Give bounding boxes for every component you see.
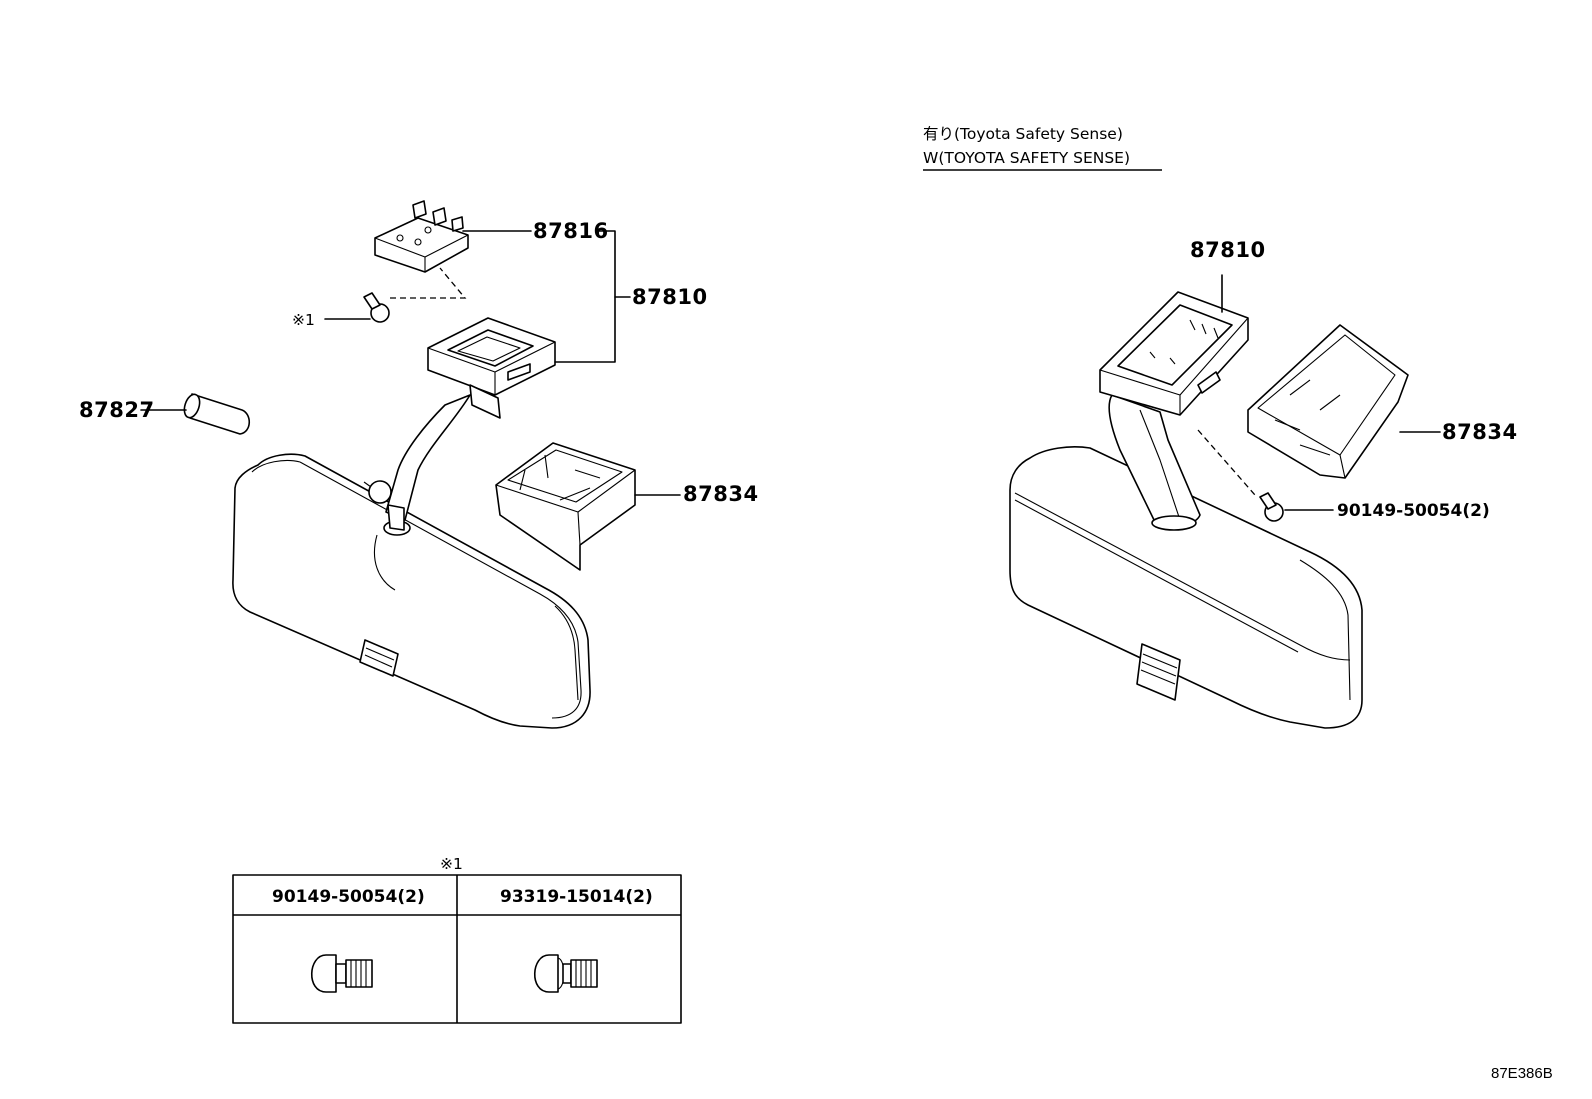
callout-right-screw: 90149-50054(2) — [1337, 501, 1490, 521]
left-assembly: 87816 87810 87827 87834 ※1 — [79, 200, 759, 729]
left-screw — [363, 267, 467, 323]
screw-93319-illustration — [534, 954, 598, 993]
callout-87816: 87816 — [533, 219, 609, 243]
callout-note-mark: ※1 — [292, 311, 315, 329]
right-leader-lines — [1221, 274, 1441, 511]
right-assembly: 有り(Toyota Safety Sense) W(TOYOTA SAFETY … — [923, 125, 1518, 729]
left-mirror-stay — [363, 394, 471, 536]
note-table-col-2: 93319-15014(2) — [500, 887, 653, 907]
note-table-title: ※1 — [440, 855, 463, 873]
left-cover-87834 — [495, 442, 636, 571]
note-table: ※1 90149-50054(2) 93319-15014(2) — [232, 855, 682, 1024]
left-sensor-plate-87816 — [374, 200, 469, 273]
right-screw — [1197, 429, 1284, 522]
callout-87810: 87810 — [632, 285, 708, 309]
callout-87834: 87834 — [683, 482, 759, 506]
callout-87827: 87827 — [79, 398, 155, 422]
left-leader-lines — [140, 230, 681, 496]
left-cover-cap-87827 — [183, 393, 251, 435]
right-cover-87834 — [1247, 324, 1409, 479]
callout-right-87810: 87810 — [1190, 238, 1266, 262]
screw-90149-illustration — [311, 954, 373, 993]
right-mount-bracket — [1099, 291, 1249, 416]
reference-code: 87E386B — [1491, 1065, 1553, 1082]
callout-right-87834: 87834 — [1442, 420, 1518, 444]
right-mirror-body — [1009, 446, 1363, 729]
condition-label-en: W(TOYOTA SAFETY SENSE) — [923, 149, 1130, 167]
left-mount-bracket — [427, 317, 556, 419]
note-table-col-1: 90149-50054(2) — [272, 887, 425, 907]
left-mirror-body — [232, 453, 591, 729]
right-mirror-stay — [1108, 394, 1201, 531]
condition-label-jp: 有り(Toyota Safety Sense) — [923, 125, 1123, 143]
